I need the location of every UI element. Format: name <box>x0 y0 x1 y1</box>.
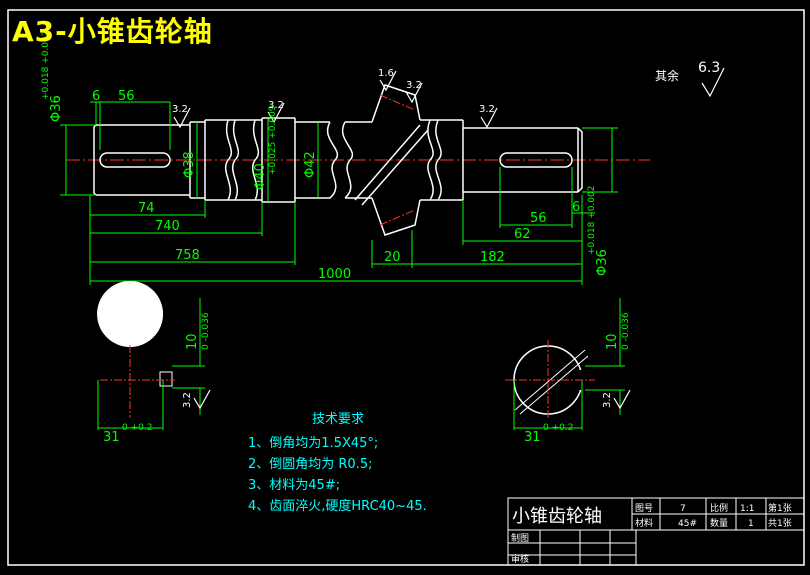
drawing-border <box>7 9 805 566</box>
right-depth: 31 <box>524 430 541 445</box>
roughness-value: 6.3 <box>698 60 720 76</box>
dim-d40: Φ40 <box>253 163 268 190</box>
dim-d36-left: Φ36 <box>49 95 64 122</box>
dim-d42: Φ42 <box>303 151 318 178</box>
title-block <box>507 497 805 566</box>
dimension-lines <box>60 101 618 285</box>
roughness-4: 3.2 <box>406 80 422 91</box>
dim-56-left: 56 <box>118 89 135 104</box>
dim-758: 758 <box>175 248 200 263</box>
tb-r1-c4: 1:1 <box>740 504 754 514</box>
right-key-width: 10 <box>605 333 620 350</box>
right-depth-tol: 0 +0.2 <box>543 423 573 433</box>
tb-r1-c2: 7 <box>680 504 686 514</box>
dimension-text: Φ36 +0.018 +0.002 6 56 Φ38 Φ40 +0.025 +0… <box>41 31 610 282</box>
tb-r1-c5: 第1张 <box>768 502 792 514</box>
left-depth-tol: 0 +0.2 <box>122 423 152 433</box>
tb-draw: 制图 <box>511 532 529 544</box>
section-right <box>505 298 631 430</box>
tb-r2-c4: 1 <box>748 519 754 529</box>
dim-1000: 1000 <box>318 267 351 282</box>
tech-heading: 技术要求 <box>312 412 365 427</box>
roughness-text: 3.2 3.2 1.6 3.2 3.2 3.2 3.2 其余 6.3 <box>172 60 720 408</box>
tb-r1-c1: 图号 <box>635 503 653 514</box>
roughness-2: 3.2 <box>268 100 284 111</box>
tb-r2-c1: 材料 <box>635 517 653 529</box>
left-depth: 31 <box>103 430 120 445</box>
dim-62: 62 <box>514 227 531 242</box>
roughness-7: 3.2 <box>602 392 613 408</box>
dim-6-right: 6 <box>572 200 580 215</box>
roughness-6: 3.2 <box>182 392 193 408</box>
tech-item-4: 4、齿面淬火,硬度HRC40~45. <box>248 499 427 514</box>
dim-20: 20 <box>384 250 401 265</box>
dim-d36-left-tol: +0.018 +0.002 <box>41 31 51 100</box>
roughness-3: 1.6 <box>378 68 394 79</box>
tb-r2-c5: 共1张 <box>768 518 792 529</box>
tb-r2-c2: 45# <box>678 519 697 529</box>
tech-item-3: 3、材料为45#; <box>248 478 341 493</box>
roughness-5: 3.2 <box>479 104 495 115</box>
left-key-width: 10 <box>185 333 200 350</box>
shaft-main-view <box>66 84 650 236</box>
dim-d36-right-tol: +0.018 +0.002 <box>587 186 597 255</box>
drawing-title: A3-小锥齿轮轴 <box>12 15 213 48</box>
right-key-tol: 0 -0.036 <box>621 312 631 350</box>
roughness-symbols <box>173 67 725 129</box>
dim-56-right: 56 <box>530 211 547 226</box>
dim-182: 182 <box>480 250 505 265</box>
dim-74: 74 <box>138 201 155 216</box>
tb-r1-c3: 比例 <box>710 502 728 514</box>
tech-item-2: 2、倒圆角均为 R0.5; <box>248 457 373 472</box>
dim-740: 740 <box>155 219 180 234</box>
title-block-text: 小锥齿轮轴 图号 7 比例 1:1 第1张 材料 45# 数量 1 共1张 制图… <box>511 502 792 565</box>
part-name: 小锥齿轮轴 <box>512 506 602 527</box>
tb-r2-c3: 数量 <box>710 517 728 529</box>
section-dimension-text: 10 0 -0.036 31 0 +0.2 10 0 -0.036 31 0 +… <box>103 312 631 445</box>
roughness-label: 其余 <box>655 68 679 83</box>
section-left <box>97 281 211 430</box>
dim-d40-tol: +0.025 +0.009 <box>268 105 278 175</box>
tb-review: 审核 <box>511 553 529 565</box>
dim-d38: Φ38 <box>182 151 197 178</box>
tech-item-1: 1、倒角均为1.5X45°; <box>248 436 379 451</box>
left-key-tol: 0 -0.036 <box>201 312 211 350</box>
dim-6-left: 6 <box>92 89 100 104</box>
roughness-1: 3.2 <box>172 104 188 115</box>
dim-d36-right: Φ36 <box>595 249 610 276</box>
